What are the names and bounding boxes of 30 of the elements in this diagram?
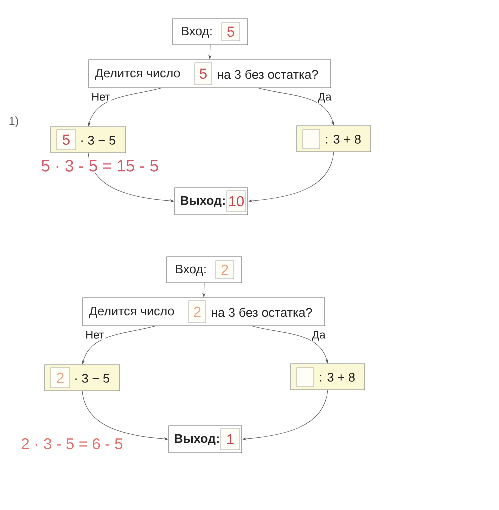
answer-box: 5 <box>222 22 240 42</box>
answer-box: 2 <box>216 260 234 280</box>
answer-box: 5 <box>56 130 76 150</box>
answer-box: 2 <box>188 300 206 324</box>
edge-label: Нет <box>90 92 112 102</box>
answer-box: 5 <box>194 62 212 86</box>
edge-label: Да <box>311 330 327 342</box>
answer-box: 1 <box>220 428 240 450</box>
node-label: Делится число <box>95 68 180 80</box>
arrow <box>208 45 212 60</box>
equation-text: 2 · 3 - 5 = 6 - 5 <box>20 438 124 450</box>
answer-box <box>302 130 320 150</box>
node-label: на 3 без остатка? <box>212 308 312 318</box>
arrow <box>242 390 328 440</box>
problem-number: 1) <box>8 116 20 128</box>
edge-label: Да <box>317 92 333 104</box>
answer-box: 10 <box>226 190 246 212</box>
node-label: Делится число <box>89 306 174 318</box>
arrow <box>248 152 334 202</box>
answer-box <box>296 368 314 388</box>
arrow <box>82 326 156 364</box>
edge-label: Нет <box>84 330 106 340</box>
answer-box: 2 <box>50 368 70 388</box>
arrow <box>82 391 168 440</box>
arrow <box>252 326 328 364</box>
equation-text: 5 · 3 - 5 = 15 - 5 <box>40 159 160 173</box>
arrow <box>88 88 162 126</box>
arrow <box>258 88 334 126</box>
node-label: на 3 без остатка? <box>218 70 318 80</box>
arrow <box>202 283 206 298</box>
